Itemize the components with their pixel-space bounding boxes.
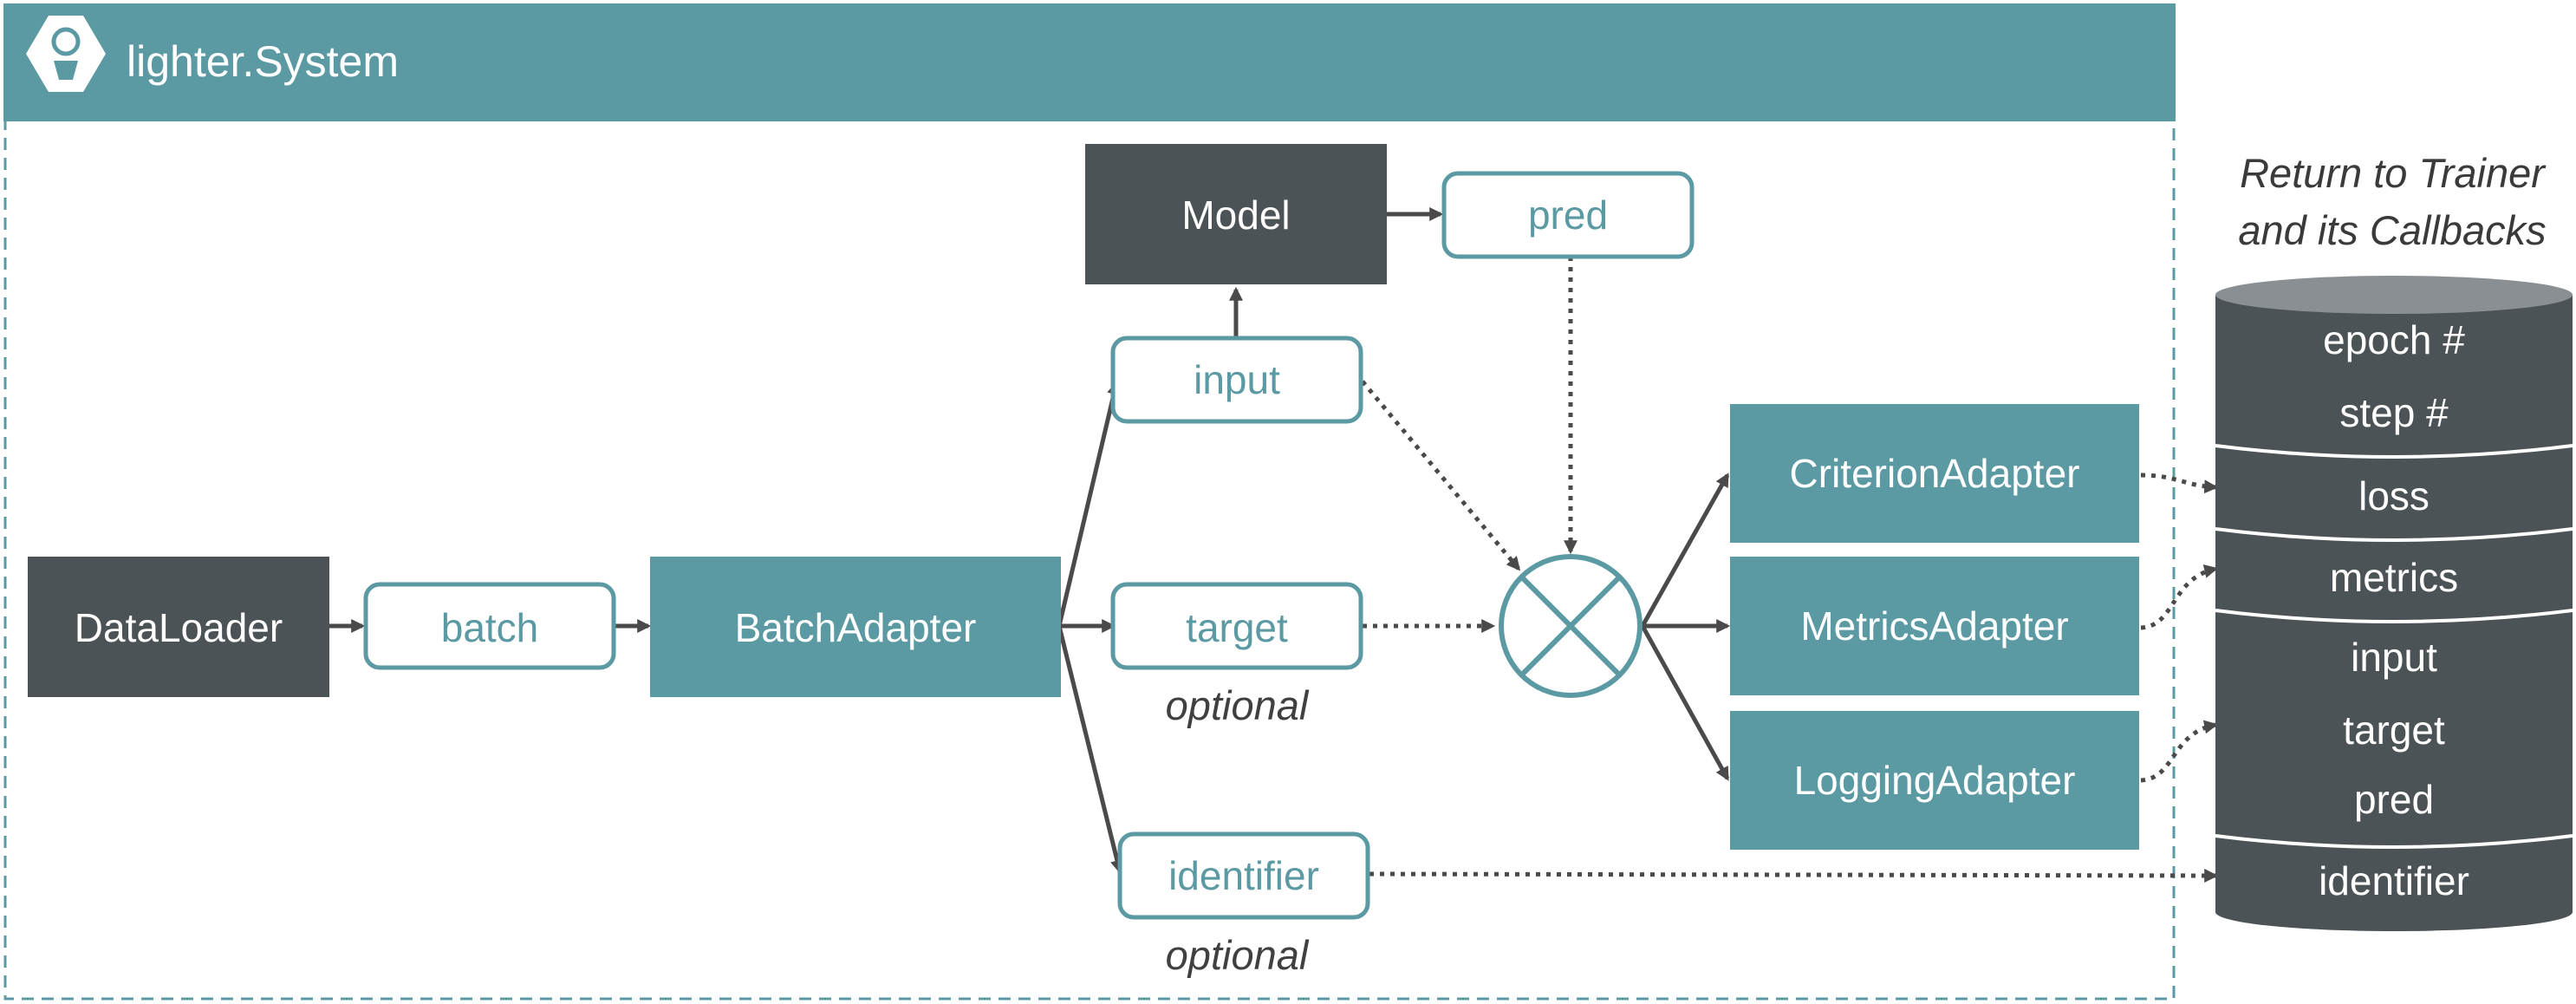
database-items: epoch # step # loss metrics input target… [2319, 317, 2469, 903]
input-node: input [1110, 336, 1363, 424]
connectors [329, 206, 1731, 875]
return-caption-line2: and its Callbacks [2238, 207, 2546, 253]
dotted-connectors [1361, 257, 2219, 883]
pred-label: pred [1528, 192, 1608, 238]
db-item-epoch: epoch # [2323, 317, 2465, 362]
db-item-target: target [2343, 707, 2445, 753]
db-item-step: step # [2339, 390, 2449, 435]
db-item-loss: loss [2358, 473, 2430, 518]
cross-circle-icon [1499, 554, 1643, 698]
db-item-identifier: identifier [2319, 858, 2469, 903]
model-node: Model [1085, 144, 1387, 284]
identifier-node: identifier [1117, 831, 1370, 920]
input-label: input [1194, 357, 1280, 402]
lighter-logo-icon [26, 16, 106, 92]
logging-adapter-node: LoggingAdapter [1730, 711, 2139, 850]
batch-adapter-label: BatchAdapter [735, 605, 977, 650]
dataloader-node: DataLoader [28, 557, 329, 697]
identifier-label: identifier [1168, 853, 1319, 898]
batch-label: batch [441, 605, 539, 650]
db-item-input: input [2351, 635, 2437, 680]
metrics-adapter-label: MetricsAdapter [1800, 603, 2068, 649]
system-header: lighter.System [3, 3, 2176, 121]
system-title: lighter.System [127, 37, 399, 86]
identifier-optional-label: optional [1166, 932, 1310, 978]
logging-adapter-label: LoggingAdapter [1794, 758, 2076, 803]
pred-node: pred [1441, 171, 1695, 259]
target-node: target [1110, 582, 1363, 670]
return-caption-line1: Return to Trainer [2240, 150, 2547, 196]
batch-node: batch [363, 582, 616, 670]
criterion-adapter-node: CriterionAdapter [1730, 404, 2139, 543]
dataloader-label: DataLoader [75, 605, 283, 650]
db-item-metrics: metrics [2330, 555, 2458, 600]
target-optional-label: optional [1166, 682, 1310, 728]
target-label: target [1186, 605, 1288, 650]
criterion-adapter-label: CriterionAdapter [1790, 451, 2080, 496]
model-label: Model [1181, 192, 1290, 238]
db-item-pred: pred [2354, 777, 2434, 822]
metrics-adapter-node: MetricsAdapter [1730, 557, 2139, 695]
database-cylinder-icon [2215, 276, 2573, 931]
batch-adapter-node: BatchAdapter [650, 557, 1061, 697]
